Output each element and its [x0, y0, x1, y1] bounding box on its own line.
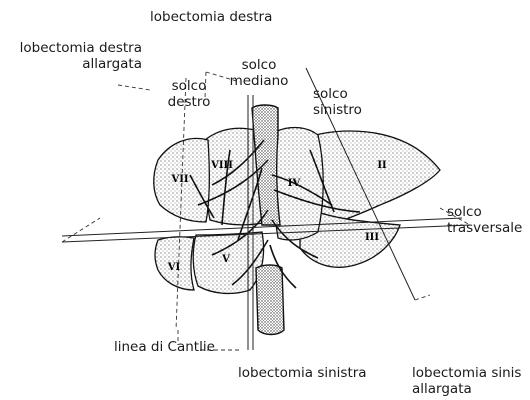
label-lobectomia-sinistra-allargata: lobectomia sinis allargata [412, 365, 521, 397]
segment-vii-label: VII [170, 174, 188, 185]
label-linea-di-cantlie: linea di Cantlie [114, 339, 215, 355]
segment-vi-label: VI [167, 262, 181, 273]
label-lobectomia-destra: lobectomia destra [150, 9, 272, 25]
label-solco-sinistro: solco sinistro [313, 86, 362, 118]
segment-viii-label: VIII [210, 160, 233, 171]
segment-v-label: V [221, 254, 230, 265]
vena-cava-lower [256, 265, 284, 335]
label-solco-mediano: solco mediano [223, 57, 295, 89]
label-solco-destro: solco destro [163, 78, 215, 110]
segment-ii-label: II [377, 160, 387, 171]
label-lobectomia-destra-allargata: lobectomia destra allargata [0, 40, 142, 72]
segment-iii-label: III [365, 232, 379, 243]
label-solco-trasversale: solco trasversale [447, 204, 522, 236]
segment-iv-label: IV [288, 178, 301, 189]
liver-drawing [154, 128, 440, 294]
label-lobectomia-sinistra: lobectomia sinistra [238, 365, 367, 381]
